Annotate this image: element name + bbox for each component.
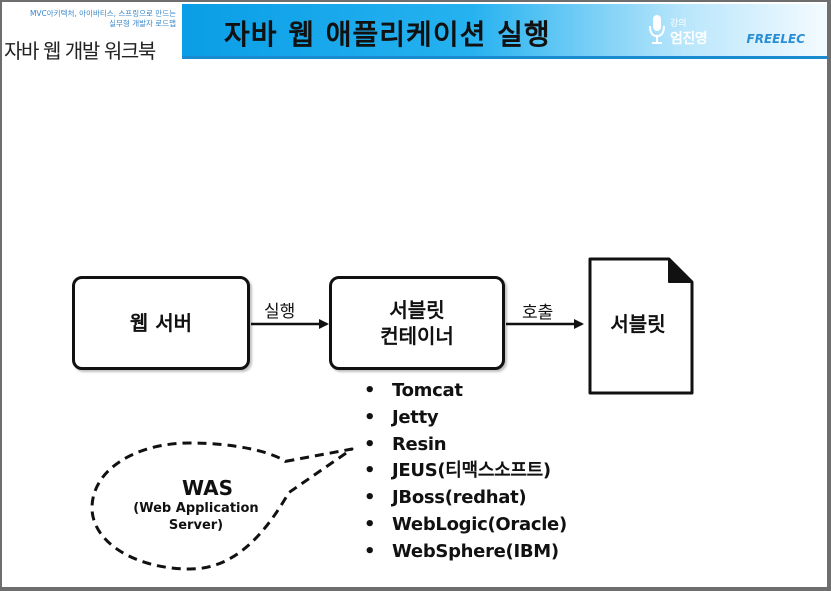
servlet-document-icon [588, 257, 694, 395]
was-list-item: JEUS(티맥스소프트) [362, 458, 567, 485]
web-server-box: 웹 서버 [72, 276, 250, 370]
was-list-item: WebSphere(IBM) [362, 539, 567, 566]
servlet-container-label-line2: 컨테이너 [380, 324, 454, 348]
servlet-container-label-line1: 서블릿 [389, 298, 445, 322]
microphone-icon [649, 15, 665, 44]
was-list-item: JBoss(redhat) [362, 485, 567, 512]
run-label: 실행 [264, 302, 296, 322]
servlet-label: 서블릿 [610, 312, 666, 336]
was-list-item: Tomcat [362, 378, 567, 405]
was-list-item: Jetty [362, 405, 567, 432]
servlet-container-box: 서블릿 컨테이너 [329, 276, 505, 370]
was-subtitle: (Web Application Server) [126, 500, 266, 534]
was-list-item: Resin [362, 432, 567, 459]
was-subtitle-line2: Server) [168, 518, 224, 533]
was-subtitle-line1: (Web Application [133, 501, 259, 516]
brand-tagline-line1: MVC아키텍처, 아이바티스, 스프링으로 만드는 [29, 9, 176, 18]
book-title: 자바 웹 개발 워크북 [4, 39, 156, 63]
brand-area: MVC아키텍처, 아이바티스, 스프링으로 만드는 실무형 개발자 로드맵 자바… [2, 2, 182, 63]
title-bar: 자바 웹 애플리케이션 실행 강의 엄진영 FREELEC [182, 4, 827, 59]
page-title: 자바 웹 애플리케이션 실행 [224, 18, 551, 51]
was-list-item: WebLogic(Oracle) [362, 512, 567, 539]
web-server-label: 웹 서버 [129, 311, 193, 335]
instructor-label: 강의 [670, 19, 687, 29]
publisher-logo: FREELEC [746, 32, 805, 46]
was-title: WAS [182, 476, 234, 500]
instructor-name: 엄진영 [670, 31, 708, 47]
brand-tagline-line2: 실무형 개발자 로드맵 [109, 19, 176, 28]
was-list: Tomcat Jetty Resin JEUS(티맥스소프트) JBoss(re… [362, 378, 567, 566]
brand-tagline: MVC아키텍처, 아이바티스, 스프링으로 만드는 실무형 개발자 로드맵 [4, 9, 176, 29]
call-label: 호출 [522, 303, 554, 323]
